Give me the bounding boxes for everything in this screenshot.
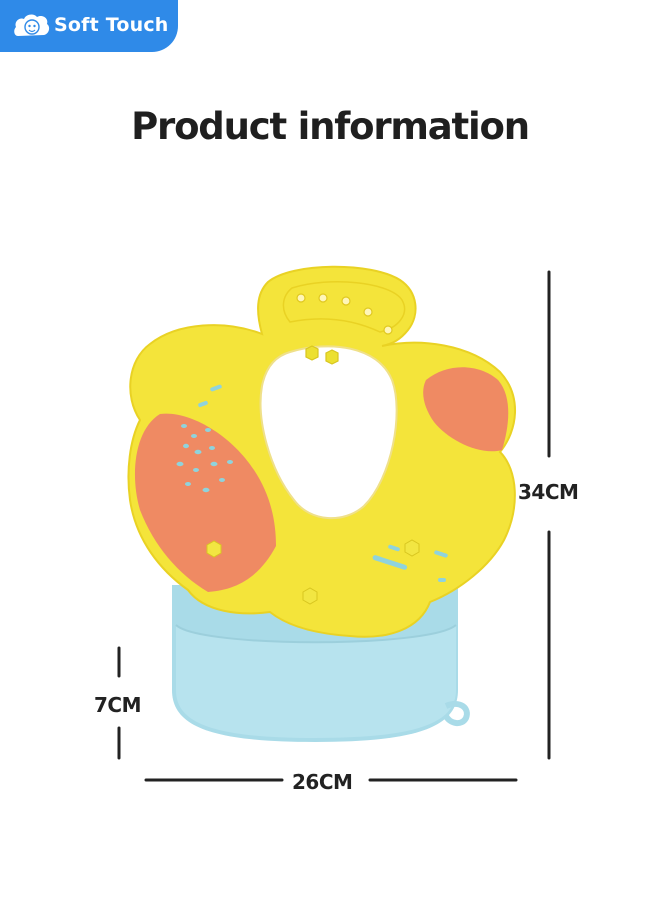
height-label: 34CM [518,480,579,504]
elephant-logo-icon [14,14,50,36]
pocket-depth-label: 7CM [94,693,142,717]
silicone-baby-bib-image [127,265,516,742]
width-label: 26CM [292,770,353,794]
brand-badge: Soft Touch [0,0,178,52]
page-title: Product information [131,105,530,148]
brand-name: Soft Touch [54,14,169,36]
